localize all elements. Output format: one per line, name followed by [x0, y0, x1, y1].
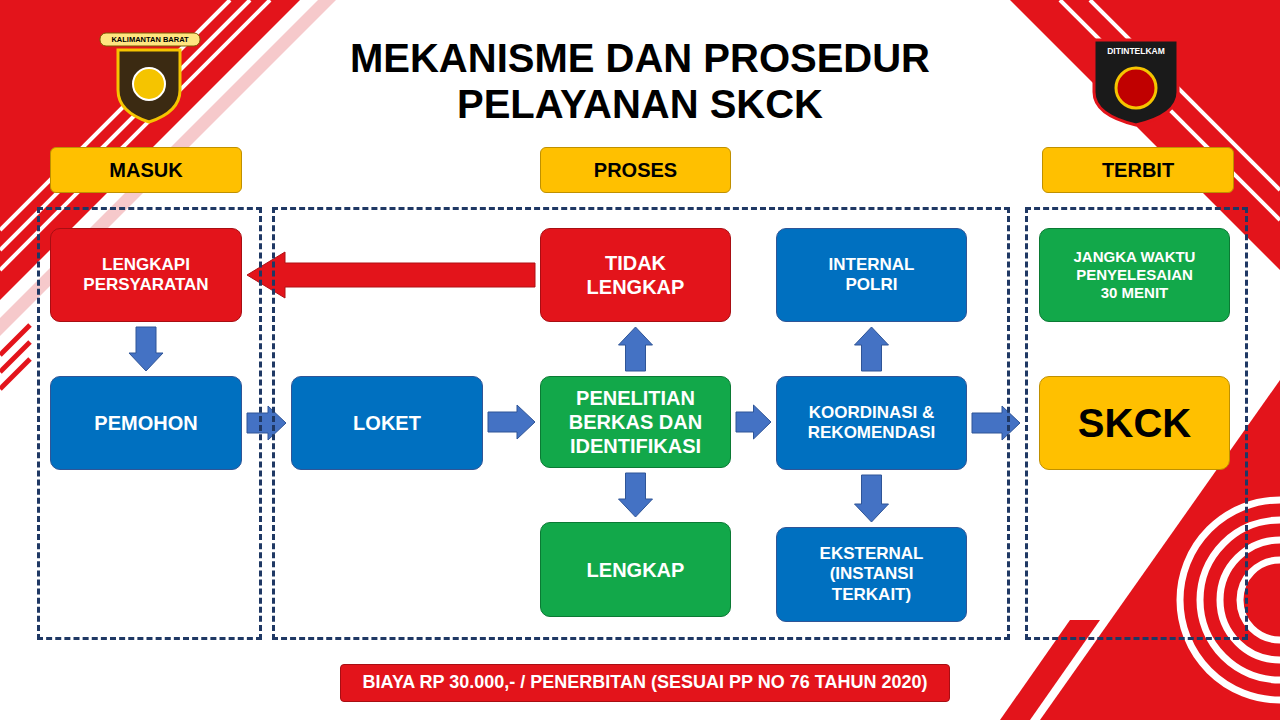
- logo-label-holder: DITINTELKAM: [1094, 46, 1178, 56]
- stage-heading: TERBIT: [1102, 158, 1174, 182]
- box-text: LENGKAP: [587, 558, 685, 582]
- box-text: BIAYA RP 30.000,- / PENERBITAN (SESUAI P…: [363, 672, 928, 694]
- logo-label-holder: KALIMANTAN BARAT: [100, 35, 200, 44]
- process-box: EKSTERNAL (INSTANSI TERKAIT): [776, 527, 967, 622]
- block-arrow: [736, 405, 771, 439]
- stage-region: TERBITJANGKA WAKTU PENYELESAIAN 30 MENIT…: [1025, 207, 1248, 640]
- box-text: JANGKA WAKTU PENYELESAIAN 30 MENIT: [1070, 248, 1200, 302]
- corner-stripe: [1000, 620, 1100, 720]
- stage-heading-box: TERBIT: [1042, 147, 1234, 193]
- process-box: BIAYA RP 30.000,- / PENERBITAN (SESUAI P…: [340, 664, 951, 702]
- block-arrow: [488, 405, 535, 439]
- process-box: PEMOHON: [50, 376, 242, 470]
- intel-shield: [1094, 40, 1178, 125]
- diagram-title: MEKANISME DAN PROSEDUR PELAYANAN SKCK: [290, 35, 990, 127]
- box-text: KOORDINASI & REKOMENDASI: [787, 403, 956, 444]
- white-stripe: [0, 0, 230, 230]
- logo-text: DITINTELKAM: [1094, 46, 1178, 56]
- block-arrow: [855, 327, 889, 371]
- corner-band: [0, 0, 300, 300]
- box-text: PEMOHON: [94, 411, 197, 435]
- box-text: PENELITIAN BERKAS DAN IDENTIFIKASI: [551, 386, 720, 458]
- stage-heading: PROSES: [594, 158, 677, 182]
- process-box: LOKET: [291, 376, 483, 470]
- box-text: SKCK: [1078, 399, 1191, 447]
- red-stripe: [0, 342, 30, 372]
- process-box: SKCK: [1039, 376, 1230, 470]
- box-text: LOKET: [353, 411, 421, 435]
- block-arrow: [972, 406, 1020, 440]
- arc-stripe: [1200, 520, 1280, 680]
- process-box: LENGKAP: [540, 522, 731, 617]
- block-arrow: [855, 475, 889, 522]
- logo-ribbon: [100, 33, 200, 46]
- block-arrow: [247, 406, 286, 440]
- stage-region: MASUKLENGKAPI PERSYARATANPEMOHON: [37, 207, 262, 640]
- process-box: JANGKA WAKTU PENYELESAIAN 30 MENIT: [1039, 228, 1230, 322]
- process-box: KOORDINASI & REKOMENDASI: [776, 376, 967, 470]
- logo-text: KALIMANTAN BARAT: [100, 35, 200, 44]
- block-arrow: [619, 327, 653, 371]
- block-arrow: [619, 473, 653, 517]
- arc-stripe: [1220, 540, 1280, 660]
- process-box: INTERNAL POLRI: [776, 228, 967, 322]
- box-text: INTERNAL POLRI: [817, 255, 927, 296]
- title-block: MEKANISME DAN PROSEDUR PELAYANAN SKCK: [290, 35, 990, 127]
- box-text: EKSTERNAL (INSTANSI TERKAIT): [802, 544, 942, 605]
- red-stripe: [0, 325, 30, 355]
- police-shield: [118, 50, 180, 122]
- stage-heading-box: PROSES: [540, 147, 731, 193]
- block-arrow: [129, 327, 163, 371]
- process-box: PENELITIAN BERKAS DAN IDENTIFIKASI: [540, 376, 731, 468]
- stage-heading-box: MASUK: [50, 147, 242, 193]
- block-arrow: [247, 252, 535, 298]
- red-stripe: [0, 359, 30, 389]
- arc-stripe: [1180, 500, 1280, 700]
- process-box: LENGKAPI PERSYARATAN: [50, 228, 242, 322]
- stage-region: PROSESLOKETTIDAK LENGKAPPENELITIAN BERKA…: [272, 207, 1010, 640]
- shield-emblem: [1116, 68, 1156, 108]
- shield-emblem: [133, 68, 165, 100]
- process-box: TIDAK LENGKAP: [540, 228, 731, 322]
- box-text: TIDAK LENGKAP: [571, 251, 701, 299]
- stage-heading: MASUK: [109, 158, 182, 182]
- box-text: LENGKAPI PERSYARATAN: [61, 255, 231, 296]
